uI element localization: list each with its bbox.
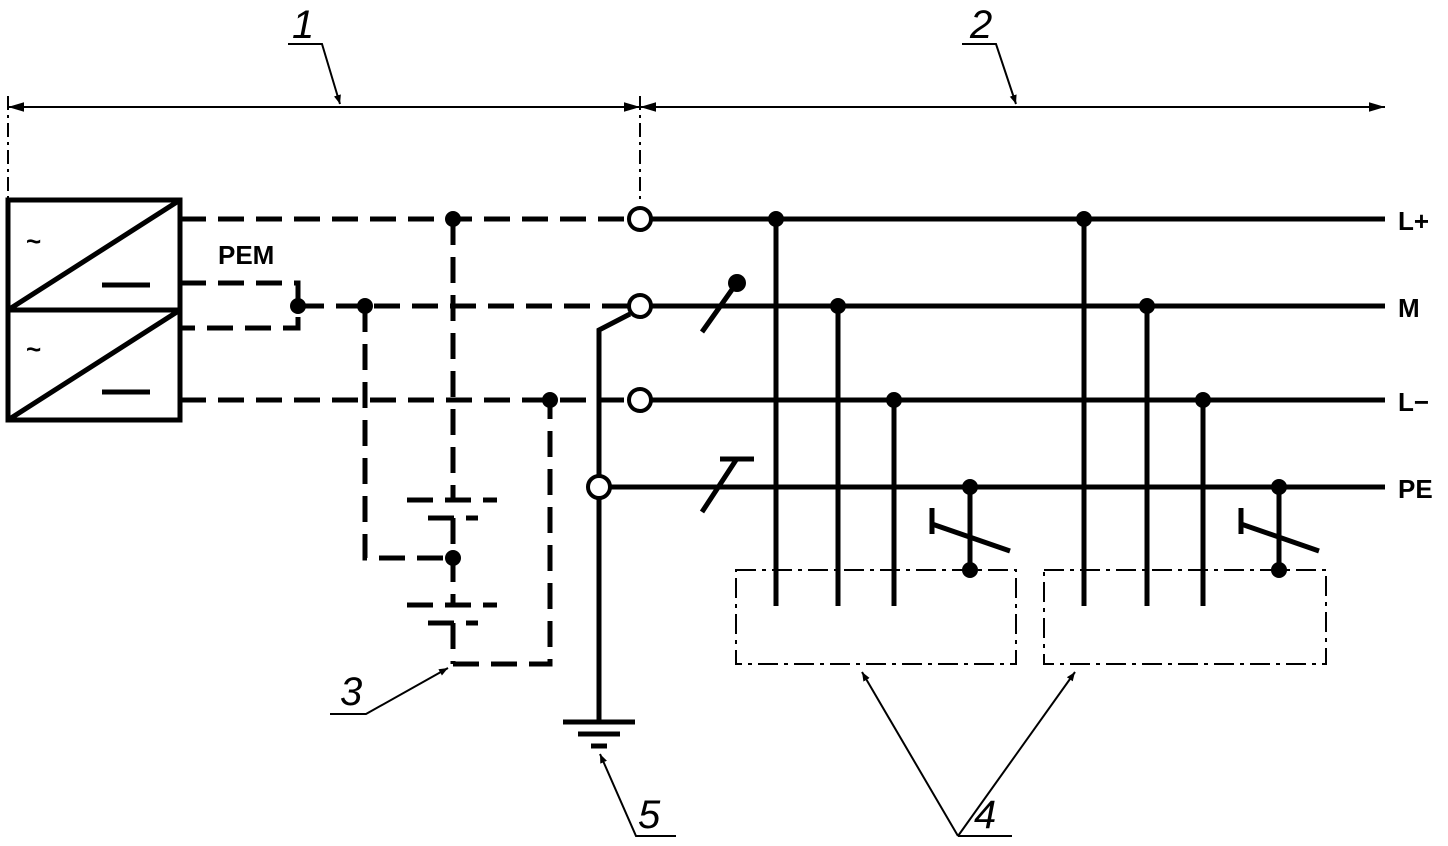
- ac-symbol-upper: ~: [26, 226, 41, 256]
- callout-2-label: 2: [969, 3, 992, 47]
- rail-label-pe: PE: [1398, 474, 1433, 504]
- load-1: [735, 211, 1017, 665]
- pem-midpoint-link: [180, 280, 301, 331]
- callout-5: 5: [599, 753, 676, 837]
- load-2-enclosure: [1043, 569, 1327, 665]
- terminal-lminus: [627, 387, 653, 413]
- battery-assembly: [357, 211, 558, 667]
- callout-4: 4: [861, 671, 1076, 837]
- callout-4-label: 4: [974, 793, 996, 837]
- earth-symbol: [563, 719, 635, 749]
- rail-label-lminus: L−: [1398, 387, 1429, 417]
- ac-symbol-lower: ~: [26, 334, 41, 364]
- callout-5-label: 5: [638, 793, 661, 837]
- load-2: [1043, 211, 1327, 665]
- rectifier-lower: ~: [5, 307, 183, 423]
- callout-1-label: 1: [292, 3, 314, 47]
- terminal-lplus: [627, 206, 653, 232]
- callout-1: 1: [288, 3, 341, 105]
- m-to-pe-link: [596, 311, 632, 476]
- terminal-pe: [586, 474, 612, 500]
- pem-label: PEM: [218, 240, 274, 270]
- terminal-m: [627, 293, 653, 319]
- break-symbol-pe: [699, 456, 754, 514]
- rectifier-upper: ~: [5, 197, 183, 313]
- break-symbol-m: [699, 274, 746, 334]
- callout-3-label: 3: [340, 670, 362, 714]
- rail-label-m: M: [1398, 293, 1420, 323]
- callout-2: 2: [962, 3, 1017, 105]
- load-1-enclosure: [735, 569, 1017, 665]
- rail-label-lplus: L+: [1398, 206, 1429, 236]
- callout-3: 3: [330, 667, 449, 715]
- dimension-lines: [7, 96, 1385, 200]
